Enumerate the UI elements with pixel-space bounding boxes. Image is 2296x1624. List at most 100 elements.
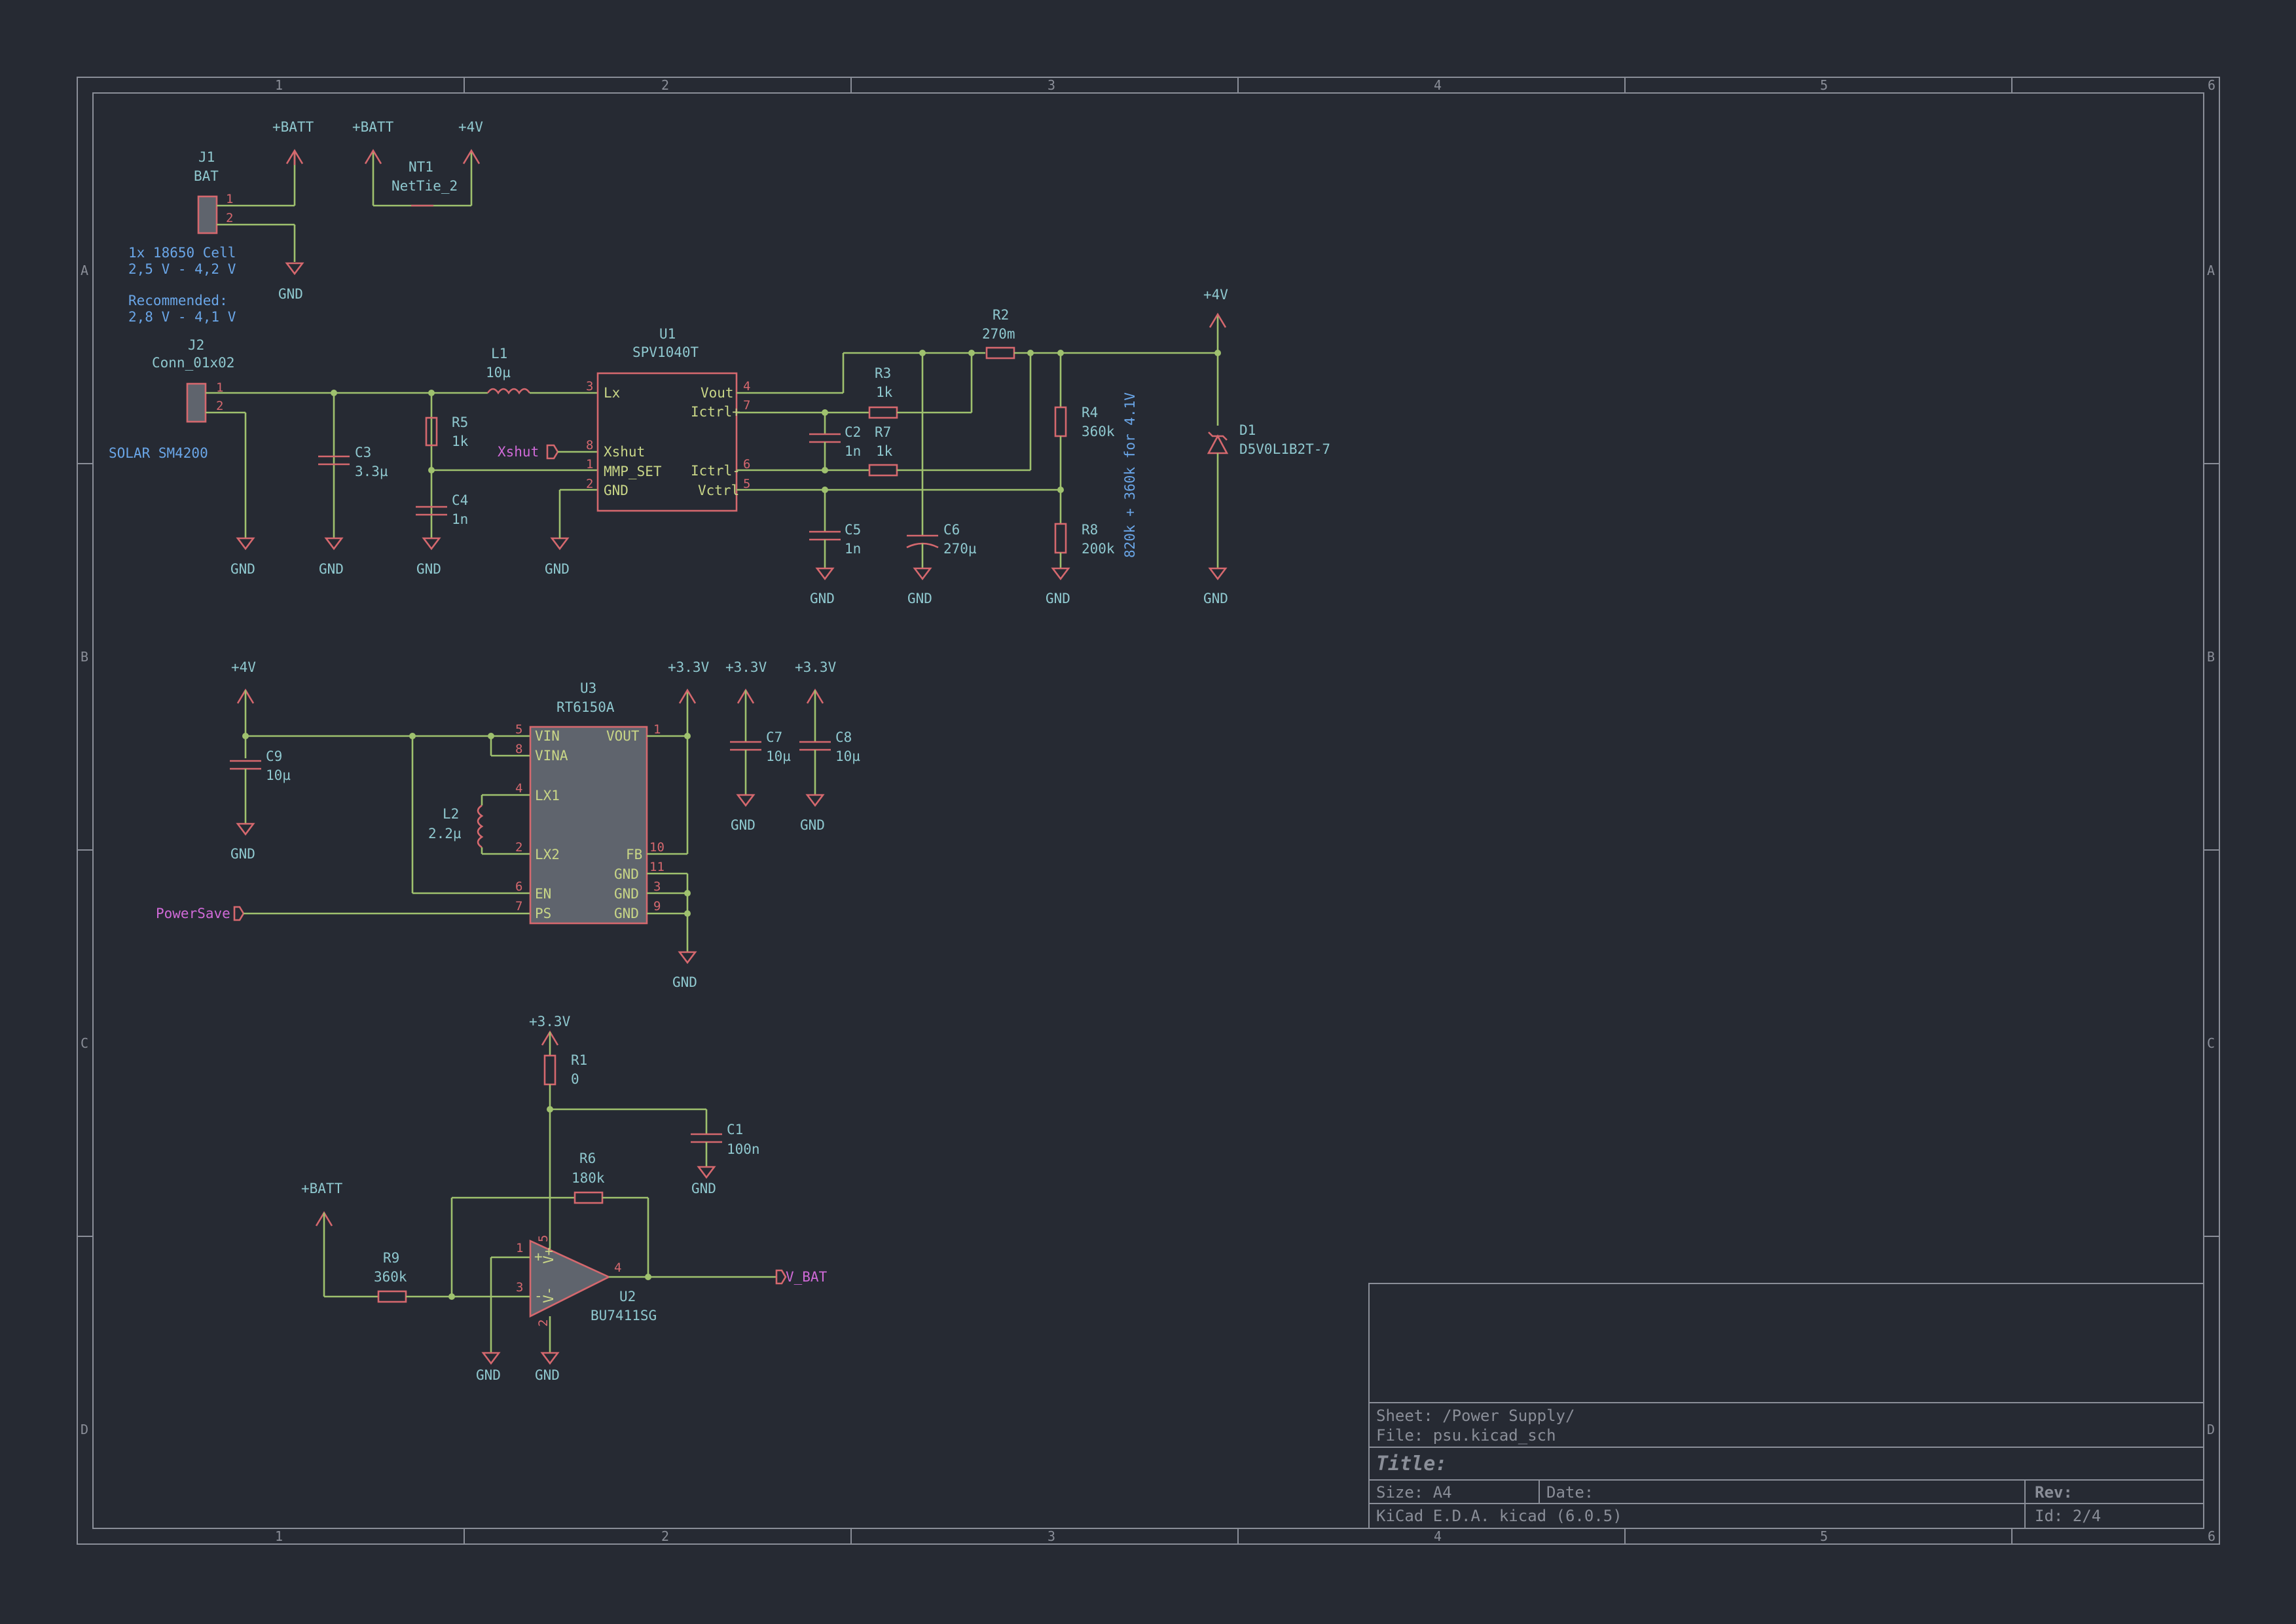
u3-pinnum-gnd3: 9 xyxy=(653,899,661,913)
u3-pin-en: EN xyxy=(535,886,551,902)
c8-value: 10µ xyxy=(835,748,860,764)
v4-power-label-u3: +4V xyxy=(231,659,256,675)
r5-body[interactable] xyxy=(425,416,438,447)
r8-body[interactable] xyxy=(1054,523,1067,554)
r1-body[interactable] xyxy=(543,1054,556,1086)
u3-pinnum-en: 6 xyxy=(515,879,522,894)
grid-row-d: D xyxy=(81,1422,88,1437)
c4-ref: C4 xyxy=(452,492,468,508)
d1-body[interactable] xyxy=(1207,434,1229,454)
r5-ref: R5 xyxy=(452,415,468,430)
u1-pin-ictrlp: Ictrl+ xyxy=(691,404,740,420)
v33-power-label-r1: +3.3V xyxy=(529,1014,571,1029)
v33-power-label-u3: +3.3V xyxy=(668,659,710,675)
gnd-label-u2-vm: GND xyxy=(535,1367,560,1383)
r4-ref: R4 xyxy=(1082,405,1098,420)
u3-pinnum-vin: 5 xyxy=(515,722,522,737)
u1-pinnum-vctrl: 5 xyxy=(743,477,750,491)
u3-pinnum-gnd1: 11 xyxy=(649,860,665,874)
u1-value: SPV1040T xyxy=(632,344,699,360)
r3-ref: R3 xyxy=(875,365,891,381)
gnd-symbol xyxy=(285,262,304,276)
l1-value: 10µ xyxy=(486,365,511,380)
j2-value: Conn_01x02 xyxy=(152,355,234,371)
net-label-powersave: PowerSave xyxy=(156,906,230,921)
c9-value: 10µ xyxy=(266,767,291,783)
r1-value: 0 xyxy=(571,1071,579,1087)
r3-body[interactable] xyxy=(868,406,898,419)
batt-power-label: +BATT xyxy=(272,119,314,135)
u3-pinnum-lx1: 4 xyxy=(515,781,522,796)
grid-row-a: A xyxy=(81,263,88,278)
l1-coil[interactable] xyxy=(486,388,531,395)
gnd-label-r8: GND xyxy=(1046,591,1070,606)
j2-ref: J2 xyxy=(188,337,204,353)
r2-body[interactable] xyxy=(985,346,1015,360)
u2-vminus: V- xyxy=(541,1287,556,1303)
tb-date: Date: xyxy=(1546,1483,1594,1502)
r4-body[interactable] xyxy=(1054,406,1067,437)
u3-pin-vina: VINA xyxy=(535,748,568,764)
grid-col-4-bottom: 4 xyxy=(1434,1528,1442,1544)
l2-coil[interactable] xyxy=(477,804,484,849)
tb-rev: Rev: xyxy=(2035,1483,2073,1502)
solar-charger-section: J2 Conn_01x02 1 2 SOLAR SM4200 L1 10µ C3… xyxy=(109,287,1330,606)
u2-body[interactable] xyxy=(529,1239,611,1318)
r7-value: 1k xyxy=(876,443,893,459)
grid-col-5-bottom: 5 xyxy=(1820,1528,1828,1544)
c2-value: 1n xyxy=(845,443,861,459)
tb-sheet: Sheet: /Power Supply/ xyxy=(1376,1407,1575,1425)
gnd-label-d1: GND xyxy=(1203,591,1228,606)
grid-labels: 1 2 3 4 5 6 1 2 3 4 5 6 A B C D A B C D xyxy=(81,77,2215,1544)
battery-connector-section: J1 BAT 1 2 +BATT GND +BATT +4V NT1 NetTi… xyxy=(128,119,483,325)
grid-col-6-bottom: 6 xyxy=(2208,1528,2215,1544)
r7-ref: R7 xyxy=(875,424,891,440)
u3-pinnum-vout: 1 xyxy=(653,722,661,737)
r7-body[interactable] xyxy=(868,464,898,477)
r9-body[interactable] xyxy=(377,1290,407,1303)
r9-value: 360k xyxy=(374,1269,407,1285)
u1-body[interactable] xyxy=(596,372,738,512)
l2-value: 2.2µ xyxy=(428,826,462,841)
r6-body[interactable] xyxy=(574,1191,604,1204)
u3-pinnum-fb: 10 xyxy=(649,840,665,855)
grid-col-4: 4 xyxy=(1434,77,1442,93)
l1-ref: L1 xyxy=(491,346,507,361)
c7-ref: C7 xyxy=(766,729,782,745)
v33-power-label-c7: +3.3V xyxy=(725,659,767,675)
u3-pin-gnd1: GND xyxy=(614,866,639,882)
u3-pinnum-lx2: 2 xyxy=(515,840,522,855)
grid-col-3-bottom: 3 xyxy=(1048,1528,1055,1544)
j2-pin1: 1 xyxy=(216,380,223,395)
note-battery-4: 2,8 V - 4,1 V xyxy=(128,309,236,325)
grid-col-2-bottom: 2 xyxy=(661,1528,669,1544)
r9-ref: R9 xyxy=(383,1250,399,1266)
title-block: Sheet: /Power Supply/ File: psu.kicad_sc… xyxy=(1368,1283,2204,1529)
battery-monitor-section: +3.3V R1 0 C1 100n GND R6 180k +BATT R9 xyxy=(301,1014,828,1383)
gnd-label-c8: GND xyxy=(800,817,825,833)
c8-ref: C8 xyxy=(835,729,852,745)
gnd-label-u2-in: GND xyxy=(476,1367,501,1383)
gnd-label-c4: GND xyxy=(416,561,441,577)
u3-body[interactable] xyxy=(529,726,648,925)
gnd-label-j1: GND xyxy=(278,286,303,302)
nt1-ref: NT1 xyxy=(409,159,433,175)
u3-pinnum-vina: 8 xyxy=(515,742,522,756)
note-battery-2: 2,5 V - 4,2 V xyxy=(128,261,236,277)
gnd-label-c3: GND xyxy=(319,561,344,577)
u2-vplus: V+ xyxy=(541,1247,556,1264)
u1-pinnum-lx: 3 xyxy=(586,379,593,394)
u3-pin-fb: FB xyxy=(626,847,642,862)
u2-pin5: 5 xyxy=(536,1235,551,1242)
grid-col-1-bottom: 1 xyxy=(275,1528,283,1544)
j1-body[interactable] xyxy=(197,195,218,234)
sheet-frame xyxy=(77,77,2220,1545)
j2-body[interactable] xyxy=(186,382,207,423)
gnd-label-c9: GND xyxy=(230,846,255,862)
gnd-label-c7: GND xyxy=(731,817,756,833)
grid-col-2: 2 xyxy=(661,77,669,93)
u1-pinnum-gnd: 2 xyxy=(586,477,593,491)
grid-row-c: C xyxy=(81,1035,88,1051)
r4-value: 360k xyxy=(1082,424,1115,439)
